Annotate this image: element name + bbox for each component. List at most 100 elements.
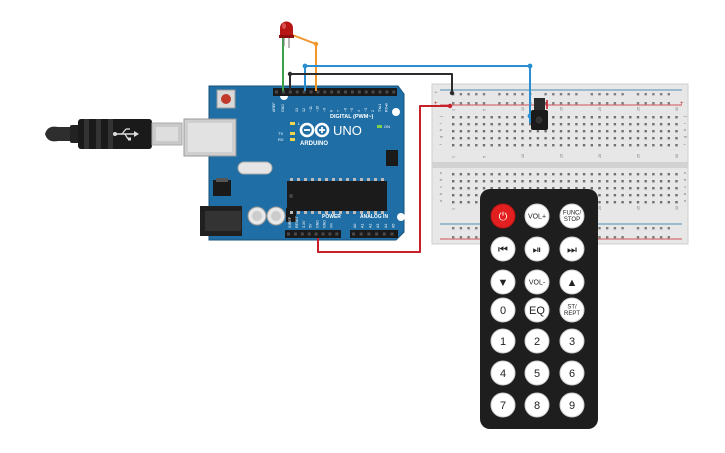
- rail-plus-label: +: [434, 101, 438, 107]
- wire-blue: [304, 65, 531, 116]
- remote-button[interactable]: ST/REPT: [559, 297, 585, 323]
- pin-label: 8: [330, 110, 334, 112]
- remote-button[interactable]: 4: [490, 360, 516, 386]
- remote-button[interactable]: 1: [490, 328, 516, 354]
- row-letter: a: [439, 199, 443, 202]
- remote-button[interactable]: 9: [559, 392, 585, 418]
- remote-button[interactable]: EQ: [524, 297, 550, 323]
- column-number: 5: [482, 109, 486, 111]
- board-brand: ARDUINO: [300, 141, 328, 147]
- pin-label: RESET: [295, 215, 299, 228]
- remote-button[interactable]: 7: [490, 392, 516, 418]
- column-number: 10: [521, 154, 525, 158]
- remote-button[interactable]: 3: [559, 328, 585, 354]
- digital-label: DIGITAL (PWM~): [330, 114, 374, 120]
- previous-button[interactable]: ⏮: [490, 236, 516, 262]
- row-letter: e: [683, 172, 687, 174]
- reset-button[interactable]: [216, 89, 236, 109]
- row-letter: h: [683, 129, 687, 131]
- remote-button[interactable]: 5: [524, 360, 550, 386]
- row-letter: j: [683, 116, 687, 118]
- row-letter: b: [439, 193, 443, 195]
- gnd-label: GND: [281, 104, 285, 112]
- row-letter: f: [439, 143, 443, 145]
- power-button[interactable]: ⏻: [490, 203, 516, 229]
- row-letter: e: [439, 172, 443, 174]
- previous-icon: ⏮: [498, 244, 508, 256]
- row-letter: d: [439, 179, 443, 181]
- red-led[interactable]: [279, 21, 294, 48]
- breadboard-holes[interactable]: [452, 93, 678, 239]
- column-number: 1: [452, 208, 456, 210]
- pin-label: A4: [384, 224, 388, 228]
- column-number: 25: [636, 107, 640, 111]
- remote-button[interactable]: 8: [524, 392, 550, 418]
- column-number: 25: [636, 154, 640, 158]
- remote-button[interactable]: FUNC/STOP: [559, 203, 585, 229]
- pin-label: ~10: [316, 106, 320, 112]
- up-icon: ▲: [567, 277, 578, 289]
- pin-label: TX▸1: [378, 104, 382, 112]
- svg-text:ON: ON: [384, 124, 390, 129]
- button-label: VOL-: [529, 280, 546, 287]
- pin-label: ~5: [350, 108, 354, 112]
- crystal-oscillator: [237, 161, 273, 175]
- up-button[interactable]: ▲: [559, 269, 585, 295]
- remote-button[interactable]: VOL+: [524, 203, 550, 229]
- power-icon: ⏻: [499, 211, 508, 223]
- pin-label: ~11: [309, 106, 313, 112]
- row-letter: g: [683, 136, 687, 138]
- ir-receiver[interactable]: [531, 98, 548, 130]
- svg-text:TX: TX: [278, 131, 283, 136]
- pin-label: 7: [336, 110, 340, 112]
- row-letter: j: [439, 116, 443, 118]
- pin-label: ~9: [323, 108, 327, 112]
- pin-label: A2: [368, 224, 372, 228]
- row-letter: c: [439, 186, 443, 188]
- remote-button[interactable]: VOL-: [524, 269, 550, 295]
- analog-header[interactable]: [350, 230, 398, 238]
- digital-header[interactable]: [273, 88, 397, 96]
- atmega-chip: [287, 178, 387, 214]
- button-label: 0: [500, 305, 506, 317]
- down-button[interactable]: ▼: [490, 269, 516, 295]
- down-icon: ▼: [498, 277, 509, 289]
- button-label: ST/: [567, 305, 577, 311]
- arduino-logo: [299, 122, 330, 138]
- button-label: 4: [500, 368, 506, 380]
- svg-text:RX: RX: [278, 137, 284, 142]
- rail-plus-label-right: +: [680, 101, 684, 107]
- button-label: 6: [569, 368, 575, 380]
- column-number: 5: [482, 156, 486, 158]
- pin-label: RX◂0: [385, 103, 389, 112]
- pin-label: Vin: [329, 223, 333, 228]
- pin-label: 13: [295, 108, 299, 112]
- button-label: 9: [569, 400, 575, 412]
- wire-orange: [289, 33, 317, 91]
- next-button[interactable]: ⏭: [559, 236, 585, 262]
- play-pause-button[interactable]: ⏯: [524, 236, 550, 262]
- pin-label: A3: [376, 224, 380, 228]
- play-pause-icon: ⏯: [533, 244, 542, 256]
- power-header[interactable]: [285, 230, 341, 238]
- pin-label: IOREF: [288, 216, 292, 228]
- remote-button[interactable]: 0: [490, 297, 516, 323]
- button-label: 1: [500, 336, 506, 348]
- wires[interactable]: [282, 30, 548, 253]
- column-number: 15: [559, 107, 563, 111]
- next-icon: ⏭: [567, 244, 577, 256]
- aref-label: AREF: [272, 102, 276, 112]
- row-letter: c: [683, 186, 687, 188]
- column-number: 20: [598, 107, 602, 111]
- remote-button[interactable]: 2: [524, 328, 550, 354]
- row-letter: a: [683, 199, 687, 202]
- board-model: UNO: [333, 123, 362, 138]
- remote-button[interactable]: 6: [559, 360, 585, 386]
- pin-label: A5: [392, 224, 396, 228]
